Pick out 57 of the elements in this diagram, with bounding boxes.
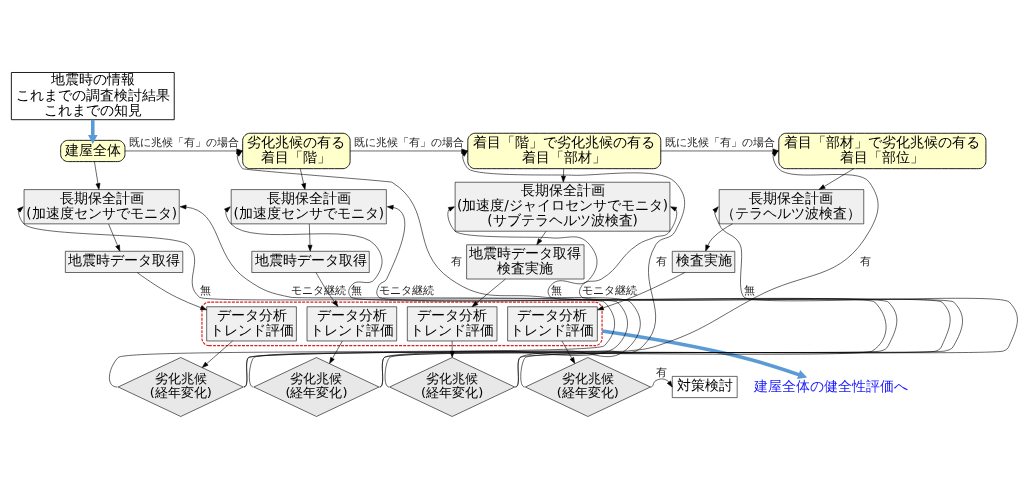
arrow bbox=[471, 278, 506, 307]
edge-label: 既に兆候「有」の場合 bbox=[664, 135, 775, 149]
arrow bbox=[536, 231, 546, 245]
node-diamond: 劣化兆候 (経年変化) bbox=[117, 357, 244, 417]
edge-label: 有 bbox=[450, 254, 461, 268]
node-text: 建屋全体の健全性評価へ bbox=[753, 377, 908, 394]
arrow bbox=[179, 204, 628, 388]
edge-label: 無 bbox=[550, 284, 562, 298]
node-box: 地震時データ取得 検査実施 bbox=[465, 244, 584, 280]
edge-label: モニタ継続 bbox=[290, 284, 346, 298]
arrow bbox=[596, 272, 685, 311]
arrow bbox=[328, 340, 343, 364]
node-box: 地震時の情報 これまでの調査検討結果 これまでの知見 bbox=[10, 72, 175, 121]
arrow bbox=[560, 168, 566, 183]
node-diamond: 劣化兆候 (経年変化) bbox=[388, 357, 515, 417]
arrow bbox=[223, 206, 886, 388]
node-box: 長期保全計画 (加速度センサでモニタ) bbox=[230, 189, 387, 225]
node-box: 着目「部材」で劣化兆候の有る 着目「部位」 bbox=[777, 132, 986, 170]
node-box: データ分析 トレンド評価 bbox=[506, 306, 598, 342]
node-box: 建屋全体 bbox=[59, 139, 125, 163]
node-box: 着目「階」で劣化兆候の有る 着目「部材」 bbox=[466, 132, 661, 170]
arrow bbox=[315, 272, 338, 307]
arrow bbox=[93, 161, 100, 190]
edge-label: 無 bbox=[199, 284, 211, 298]
arrow bbox=[16, 206, 615, 388]
arrow bbox=[307, 223, 312, 252]
edge-label: 有 bbox=[859, 254, 871, 268]
edge-label: 既に兆候「有」の場合 bbox=[353, 135, 464, 149]
arrow bbox=[561, 340, 575, 364]
node-box: 長期保全計画 (加速度/ジャイロセンサでモニタ) (サブテラヘルツ波検査) bbox=[454, 181, 670, 232]
edge-label: 既に兆候「有」の場合 bbox=[128, 135, 239, 149]
arrow bbox=[107, 223, 120, 252]
arrow bbox=[660, 148, 779, 154]
edge-label: 無 bbox=[350, 284, 362, 298]
edge-label: モニタ継続 bbox=[378, 284, 434, 298]
node-box: データ分析 トレンド評価 bbox=[306, 306, 397, 342]
arrow bbox=[136, 272, 207, 311]
node-box: 劣化兆候の有る 着目「階」 bbox=[241, 132, 351, 170]
arrow bbox=[299, 168, 306, 190]
node-box: データ分析 トレンド評価 bbox=[205, 306, 297, 342]
arrow bbox=[818, 168, 854, 190]
edge-label: 無 bbox=[743, 284, 755, 298]
node-box: 長期保全計画 (加速度センサでモニタ) bbox=[23, 189, 180, 225]
node-box: データ分析 トレンド評価 bbox=[406, 306, 497, 342]
arrow bbox=[87, 119, 98, 145]
node-box: 地震時データ取得 bbox=[64, 251, 183, 273]
edge-label: 有 bbox=[655, 254, 667, 268]
arrow bbox=[201, 340, 233, 368]
arrow bbox=[704, 223, 733, 252]
arrow bbox=[601, 329, 807, 380]
arrow bbox=[649, 378, 673, 388]
edge-label: モニタ継続 bbox=[581, 284, 637, 298]
node-box: 地震時データ取得 bbox=[251, 251, 370, 273]
node-box: 対策検討 bbox=[671, 376, 737, 398]
node-box: 検査実施 bbox=[671, 251, 735, 273]
edge-label: 有 bbox=[655, 366, 667, 380]
node-box: 長期保全計画 （テラヘルツ波検査） bbox=[718, 189, 864, 225]
